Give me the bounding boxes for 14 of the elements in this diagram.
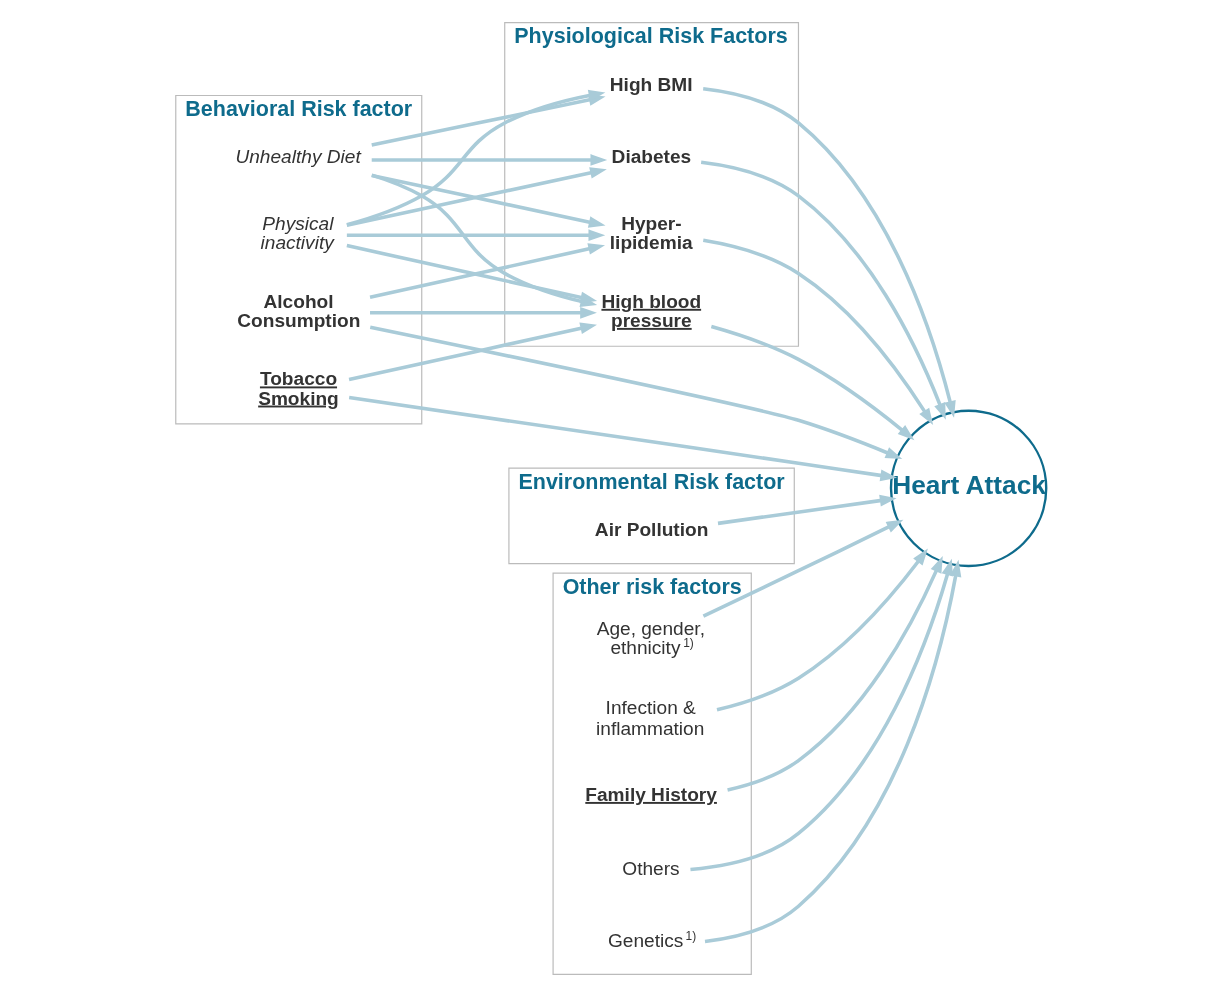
- node-text: Others: [622, 857, 680, 879]
- node-text: Alcohol Consumption: [237, 290, 361, 331]
- node-text: Tobacco Smoking: [258, 368, 339, 409]
- node-text: High blood pressure: [601, 290, 702, 331]
- node-text: Hyper- lipidemia: [609, 213, 693, 254]
- node-text: Family History: [585, 783, 717, 805]
- node-text: Diabetes: [611, 146, 692, 168]
- node-text: Genetics$^{1)}$: [608, 928, 697, 951]
- node-text: Air Pollution: [594, 518, 709, 540]
- node-text: Unhealthy Diet: [235, 146, 361, 168]
- node-text: Physical inactivity: [260, 213, 334, 254]
- node-text: Age, gender, ethnicity$^{1)}$: [596, 617, 705, 659]
- node-text: Infection & inflammation: [596, 696, 705, 740]
- node-text: High BMI: [609, 73, 693, 95]
